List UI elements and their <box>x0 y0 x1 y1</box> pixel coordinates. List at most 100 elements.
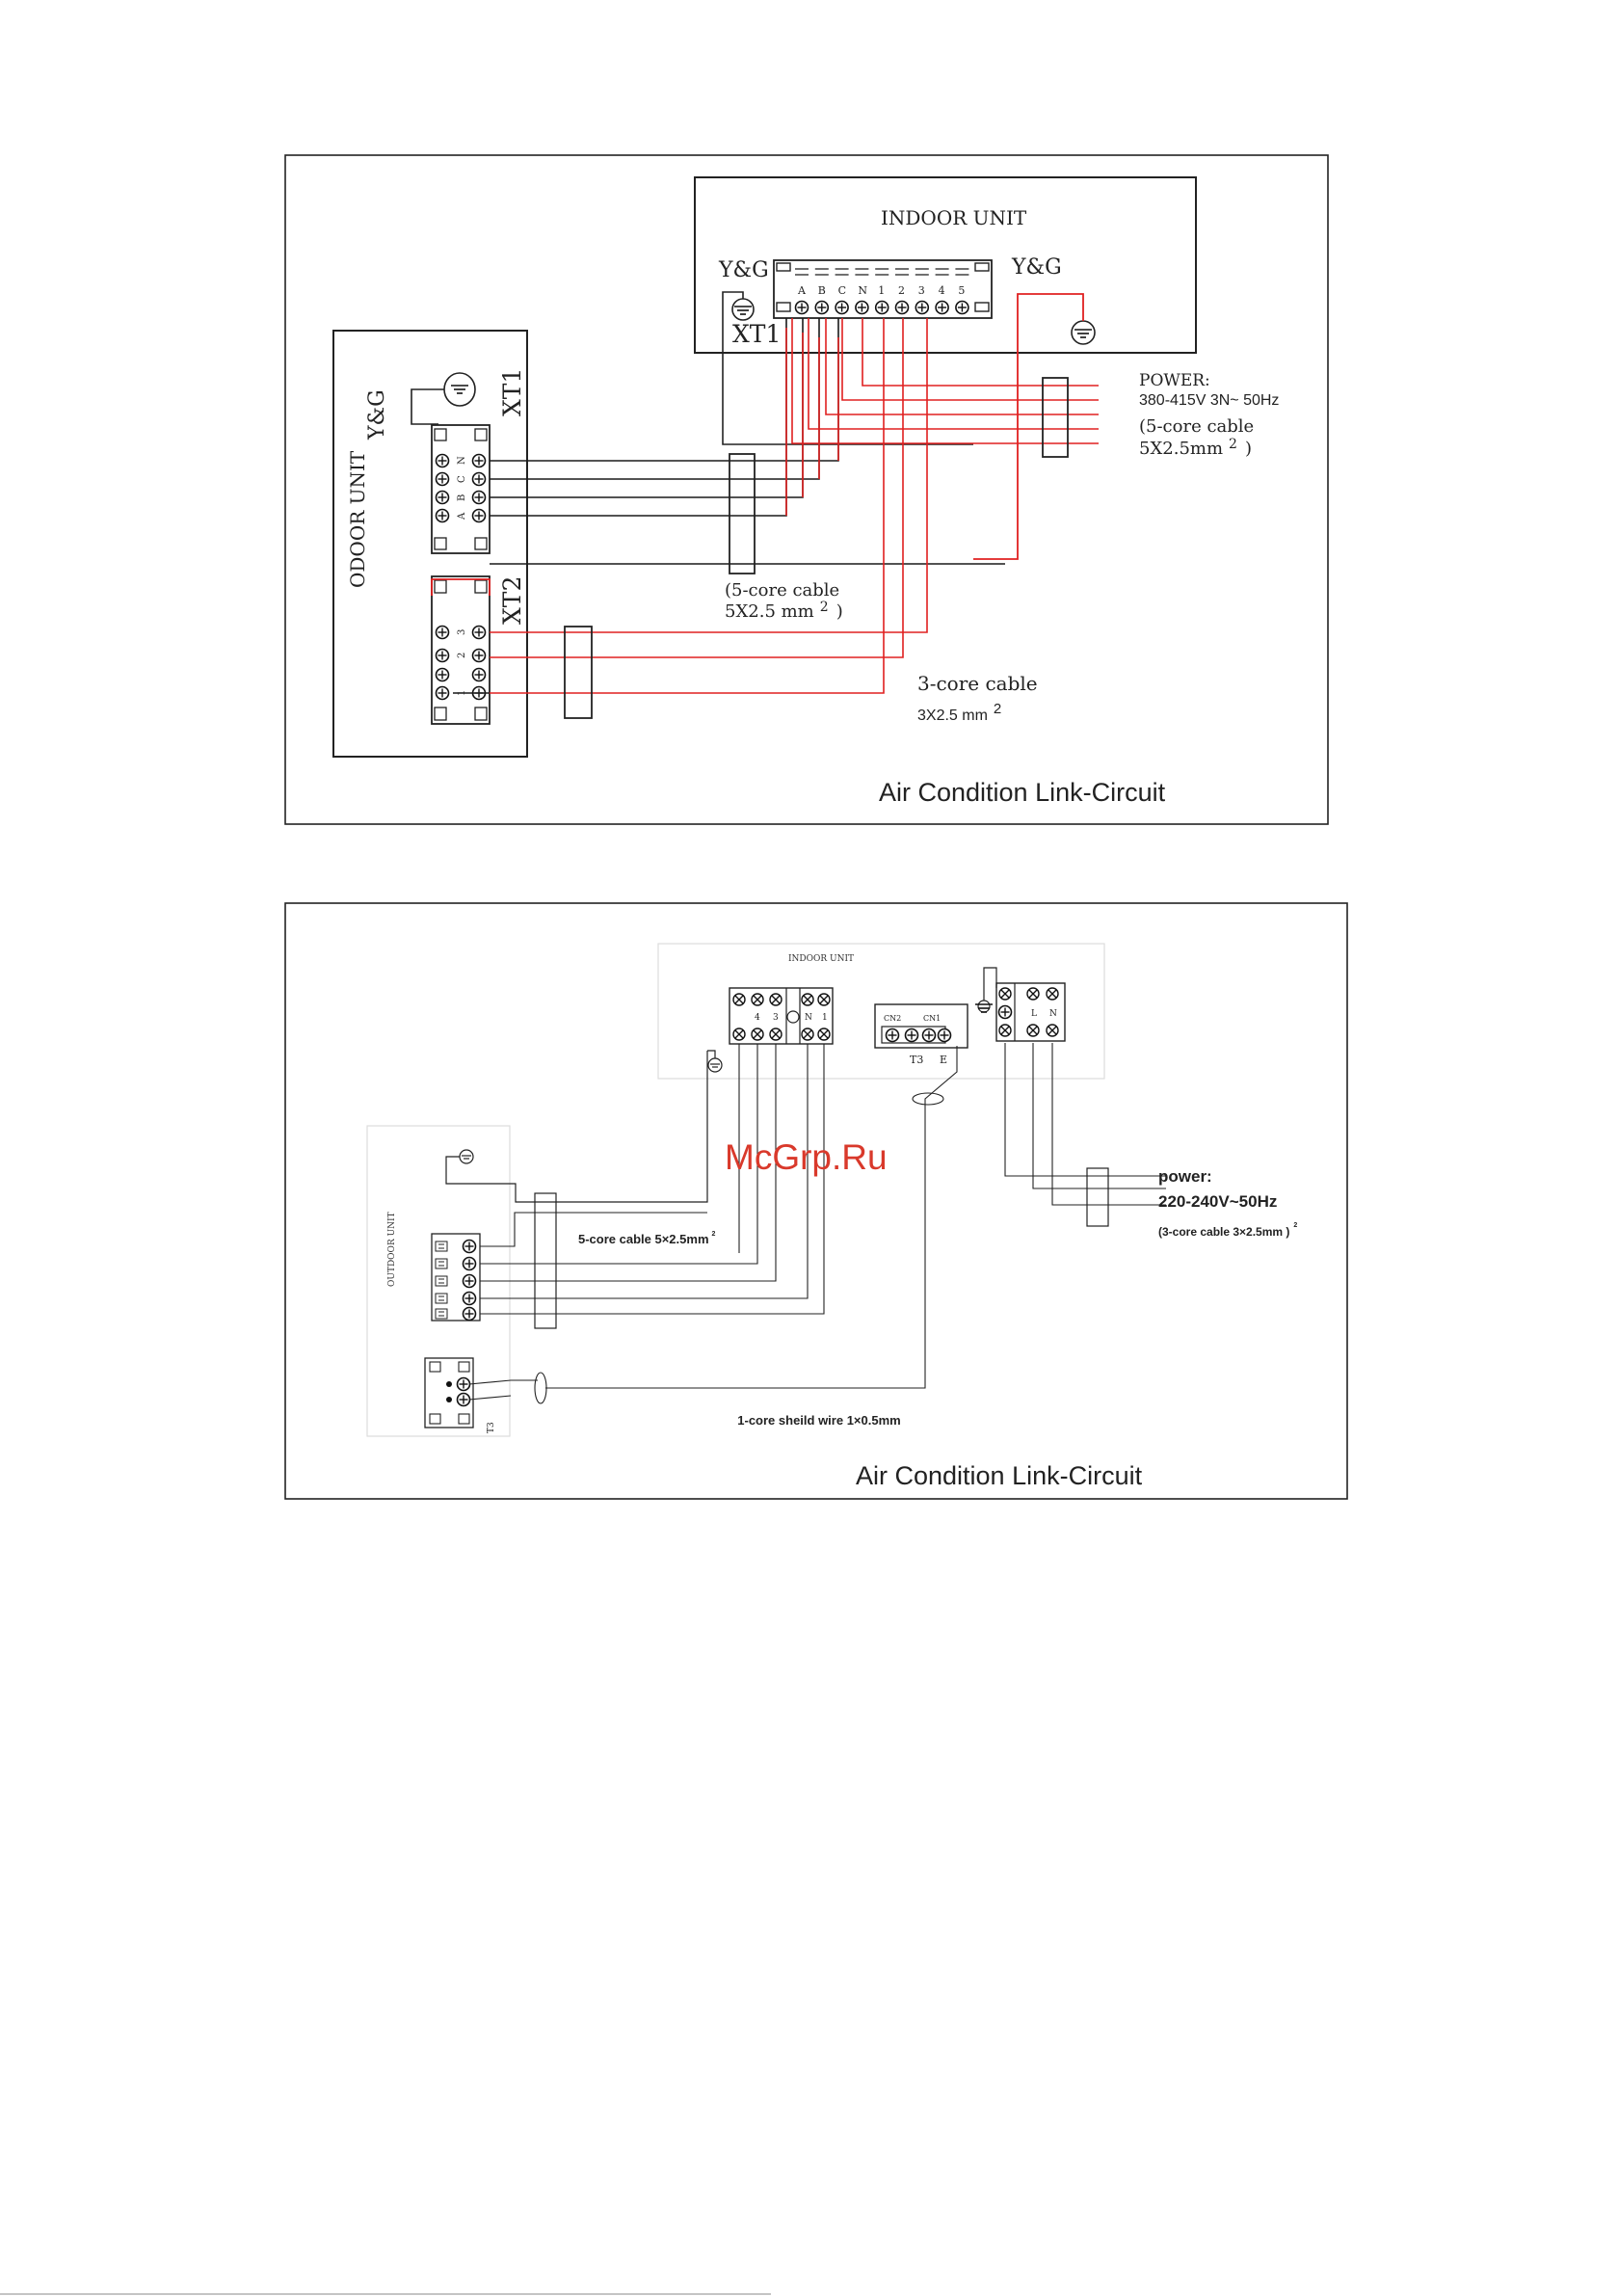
odoor-xt2-block: 321 <box>431 575 491 725</box>
ground-icon <box>707 1050 723 1073</box>
indoor-unit-label: INDOOR UNIT <box>881 206 1027 229</box>
terminal-letter: 1 <box>878 284 885 297</box>
indoor-terminal-block: 4 3 N 1 <box>729 987 834 1045</box>
outdoor-unit-label: OUTDOOR UNIT <box>387 1212 397 1287</box>
terminal-screw <box>471 667 487 682</box>
terminal-letter: 2 <box>898 284 905 297</box>
ground-icon <box>411 372 476 425</box>
terminal-screw <box>855 300 869 315</box>
terminal-letter: 5 <box>958 284 965 297</box>
cable-clamp <box>1086 1167 1109 1227</box>
terminal-slot <box>435 1293 448 1304</box>
odoor-yg-label: Y&G <box>365 389 389 441</box>
terminal-screw <box>814 300 830 315</box>
outdoor-terminal-block <box>431 1233 481 1322</box>
ground-icon <box>722 291 973 445</box>
ground-icon <box>445 1051 708 1203</box>
terminal-screw <box>435 685 450 701</box>
terminal-letter: N <box>858 284 867 297</box>
terminal-slot <box>435 1308 448 1320</box>
diagram-1-title: Air Condition Link-Circuit <box>879 778 1166 807</box>
wire-bundle-5core <box>490 318 1005 565</box>
ground-icon <box>973 293 1096 560</box>
terminal-screw <box>794 300 809 315</box>
terminal-screw <box>835 300 849 315</box>
terminal-screw <box>435 667 450 682</box>
t3-outdoor-label: T3 <box>487 1422 496 1433</box>
terminal-letter: A <box>797 284 807 297</box>
power-label: power: <box>1158 1167 1212 1186</box>
terminal-label-3: 3 <box>773 1013 779 1023</box>
terminal-slot <box>435 1241 448 1252</box>
watermark: McGrp.Ru <box>725 1137 888 1177</box>
terminal-label-n: N <box>805 1013 812 1023</box>
terminal-screw <box>471 648 487 663</box>
terminal-screw <box>471 490 487 505</box>
indoor-unit-label: INDOOR UNIT <box>788 954 854 964</box>
power-cable-label: (3-core cable 3×2.5mm )2 <box>1158 1222 1297 1239</box>
terminal-label-1: 1 <box>822 1013 828 1023</box>
terminal-letter: C <box>838 284 846 297</box>
terminal-screw <box>471 453 487 468</box>
power-wires <box>791 318 1099 444</box>
terminal-screw <box>435 471 450 487</box>
diagram-2: INDOOR UNIT 4 3 N 1 CN2 CN1 <box>284 902 1348 1500</box>
mid-cable-1: (5-core cable <box>725 580 839 601</box>
odoor-xt2-label: XT2 <box>498 576 526 625</box>
yg-left-label: Y&G <box>718 258 769 282</box>
terminal-screw <box>462 1306 477 1322</box>
cn2-label: CN2 <box>884 1014 901 1023</box>
shield-wire <box>468 1046 958 1404</box>
cable-clamp <box>729 453 756 574</box>
power-spec: 220-240V~50Hz <box>1158 1192 1277 1211</box>
terminal-screw <box>435 453 450 468</box>
terminal-slot <box>435 1275 448 1287</box>
diagram-2-title: Air Condition Link-Circuit <box>856 1461 1143 1490</box>
terminal-screw <box>435 490 450 505</box>
outdoor-t3-block: T3 <box>424 1357 496 1433</box>
power-label: POWER: <box>1139 371 1210 390</box>
n-label: N <box>1049 1009 1057 1019</box>
diagram-2-frame <box>284 902 1348 1500</box>
power-wires <box>1004 1043 1166 1206</box>
terminal-screw <box>462 1273 477 1289</box>
wire-bundle-5core <box>480 1044 825 1315</box>
terminal-screw <box>435 508 450 523</box>
core3-cable-1: 3-core cable <box>917 672 1038 695</box>
terminal-screw <box>894 300 910 315</box>
cn-terminal-block: CN2 CN1 T3 E <box>874 1003 968 1066</box>
power-cable-1: (5-core cable <box>1139 416 1254 437</box>
terminal-screw <box>462 1291 477 1306</box>
terminal-letter: B <box>457 494 467 501</box>
xt1-indoor-label: XT1 <box>732 320 781 348</box>
terminal-screw <box>462 1256 477 1271</box>
odoor-unit-box <box>332 330 528 758</box>
terminal-letter: B <box>818 284 826 297</box>
wire-bundle-3core <box>453 318 928 694</box>
shield-wire-label: 1-core sheild wire 1×0.5mm <box>737 1413 900 1428</box>
terminal-letter: N <box>457 456 467 465</box>
terminal-screw <box>471 625 487 640</box>
power-terminal-block: L N <box>995 982 1066 1042</box>
cn1-label: CN1 <box>923 1014 941 1023</box>
cable-clamp <box>564 626 593 719</box>
yg-right-label: Y&G <box>1011 255 1062 280</box>
l-label: L <box>1031 1009 1037 1019</box>
terminal-letter: 4 <box>939 284 945 297</box>
terminal-screw <box>955 300 969 315</box>
terminal-number: 3 <box>457 629 467 635</box>
e-label: E <box>940 1054 947 1066</box>
indoor-unit-box <box>694 176 1197 354</box>
terminal-screw <box>462 1239 477 1254</box>
odoor-xt1-label: XT1 <box>498 368 526 416</box>
terminal-letter: C <box>457 475 467 483</box>
terminal-letter: A <box>457 512 467 521</box>
odoor-xt1-block: N C B A <box>431 424 491 554</box>
terminal-letter: 3 <box>918 284 925 297</box>
ground-icon <box>974 967 997 1013</box>
cable-clamp <box>534 1192 557 1329</box>
